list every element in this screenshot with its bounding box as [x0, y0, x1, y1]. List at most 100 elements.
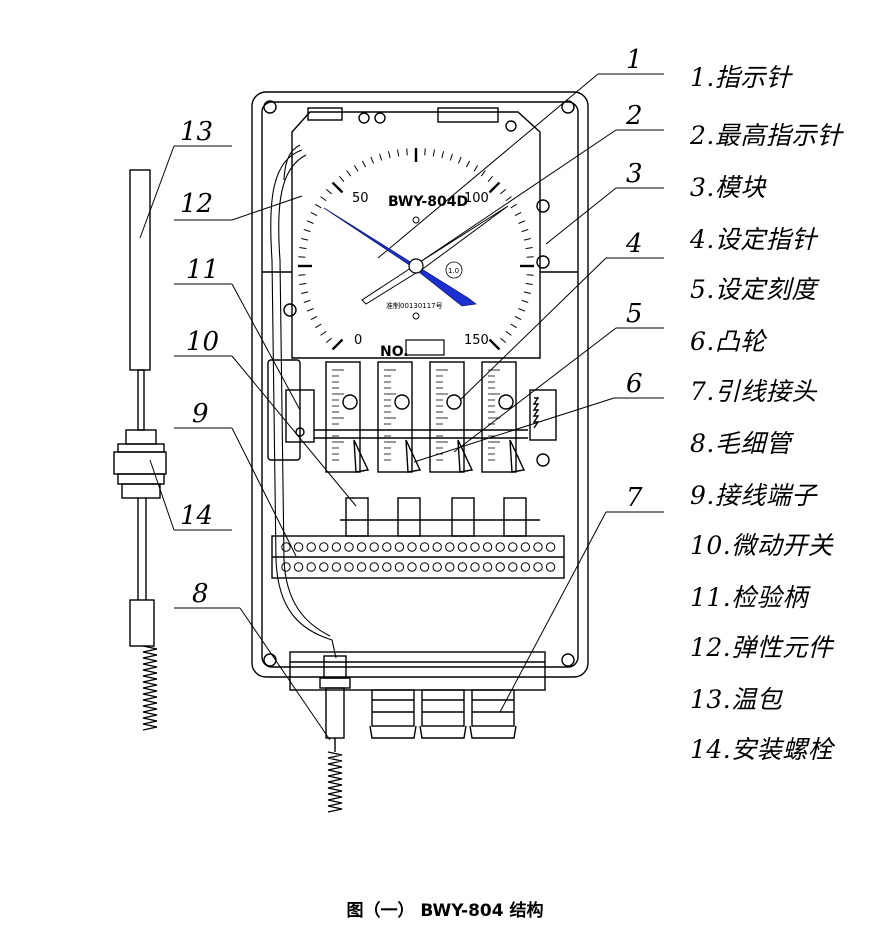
legend-item-6: 6.凸轮 [690, 327, 766, 356]
scale-tick [306, 308, 314, 312]
gauge-model: BWY-804D [388, 194, 468, 210]
scale-tick [315, 323, 322, 329]
legend-item-13: 13.温包 [690, 685, 783, 714]
scale-label-150: 150 [464, 333, 489, 348]
scale-tick [331, 338, 344, 351]
scale-tick [505, 196, 512, 202]
scale-tick [432, 149, 435, 157]
callout-2: 2 [625, 101, 643, 131]
scale-tick [525, 282, 533, 285]
scale-tick [298, 274, 306, 276]
legend-item-3: 3.模块 [690, 173, 766, 202]
scale-tick [320, 196, 327, 202]
scale-tick [523, 291, 531, 295]
scale-tick [458, 156, 462, 164]
scale-tick [346, 170, 352, 177]
callout-11: 11 [186, 255, 219, 285]
legend-item-4: 4.设定指针 [690, 225, 817, 254]
scale-tick [449, 153, 453, 161]
capillary-tube [319, 655, 351, 813]
scale-tick [301, 237, 309, 241]
legend-item-10: 10.微动开关 [690, 531, 834, 560]
scale-tick [488, 181, 501, 194]
callout-10: 10 [186, 327, 219, 357]
callout-14: 14 [180, 501, 213, 531]
cable-gland [469, 689, 517, 739]
legend-item-2: 2.最高指示针 [690, 121, 843, 150]
scale-tick [406, 148, 408, 156]
legend-item-14: 14.安装螺栓 [690, 735, 834, 764]
capillary-wires [270, 144, 337, 659]
callout-3: 3 [626, 159, 643, 189]
scale-tick [361, 160, 367, 168]
scale-tick [310, 211, 318, 217]
scale-tick [500, 188, 507, 195]
callout-1: 1 [626, 45, 643, 75]
callout-12: 12 [180, 189, 213, 219]
temperature-bulb [113, 169, 167, 731]
setting-modules [285, 361, 557, 473]
nameplate-label: NO. [380, 344, 409, 360]
scale-tick [525, 247, 533, 250]
svg-text:1.0: 1.0 [448, 267, 459, 275]
pointer-hub [408, 258, 424, 274]
figure-caption: 图（一） BWY-804 结构 [346, 901, 544, 921]
scale-tick [299, 247, 307, 250]
legend-item-7: 7.引线接头 [690, 377, 817, 406]
scale-tick [441, 151, 445, 159]
cable-gland [419, 689, 467, 739]
scale-label-0: 0 [354, 333, 362, 348]
bottom-box [289, 651, 546, 739]
scale-tick [521, 299, 529, 303]
scale-tick [303, 299, 311, 303]
scale-tick [424, 148, 426, 156]
scale-tick [526, 256, 534, 258]
scale-label-50: 50 [352, 191, 369, 206]
callout-7: 7 [626, 483, 643, 513]
micro-switches [340, 497, 540, 537]
scale-tick [331, 181, 344, 194]
scale-tick [320, 330, 327, 336]
scale-tick [397, 149, 400, 157]
scale-label-100: 100 [464, 191, 489, 206]
gauge-serial: 准制00130117号 [386, 301, 443, 310]
accuracy-mark: 1.0 [445, 261, 463, 279]
scale-tick [526, 274, 534, 276]
scale-tick [518, 308, 526, 312]
max-pointer [361, 205, 509, 305]
scale-tick [387, 151, 391, 159]
legend-item-9: 9.接线端子 [690, 481, 817, 510]
scale-tick [488, 338, 501, 351]
scale-tick [325, 188, 332, 195]
leader-lines [139, 73, 664, 741]
scale-tick [353, 165, 359, 172]
legend-item-5: 5.设定刻度 [690, 275, 817, 304]
scale-tick [338, 175, 345, 182]
housing [251, 91, 589, 678]
dial-scale [298, 148, 534, 351]
scale-tick [510, 323, 517, 329]
scale-tick [523, 237, 531, 241]
scale-tick [514, 315, 522, 321]
scale-tick [514, 211, 522, 217]
cable-gland [369, 689, 417, 739]
scale-tick [310, 315, 318, 321]
callout-8: 8 [192, 579, 209, 609]
callout-13: 13 [180, 117, 213, 147]
scale-tick [518, 220, 526, 224]
scale-tick [325, 337, 332, 344]
scale-tick [379, 153, 383, 161]
scale-tick [301, 291, 309, 295]
scale-tick [315, 203, 322, 209]
legend-item-12: 12.弹性元件 [690, 633, 834, 662]
terminal-block [271, 535, 565, 579]
callout-9: 9 [192, 399, 209, 429]
scale-tick [370, 156, 374, 164]
scale-tick [505, 330, 512, 336]
scale-tick [487, 175, 494, 182]
legend-item-8: 8.毛细管 [690, 429, 792, 458]
legend-item-11: 11.检验柄 [690, 583, 808, 612]
scale-tick [299, 282, 307, 285]
dial-plate [283, 107, 550, 359]
